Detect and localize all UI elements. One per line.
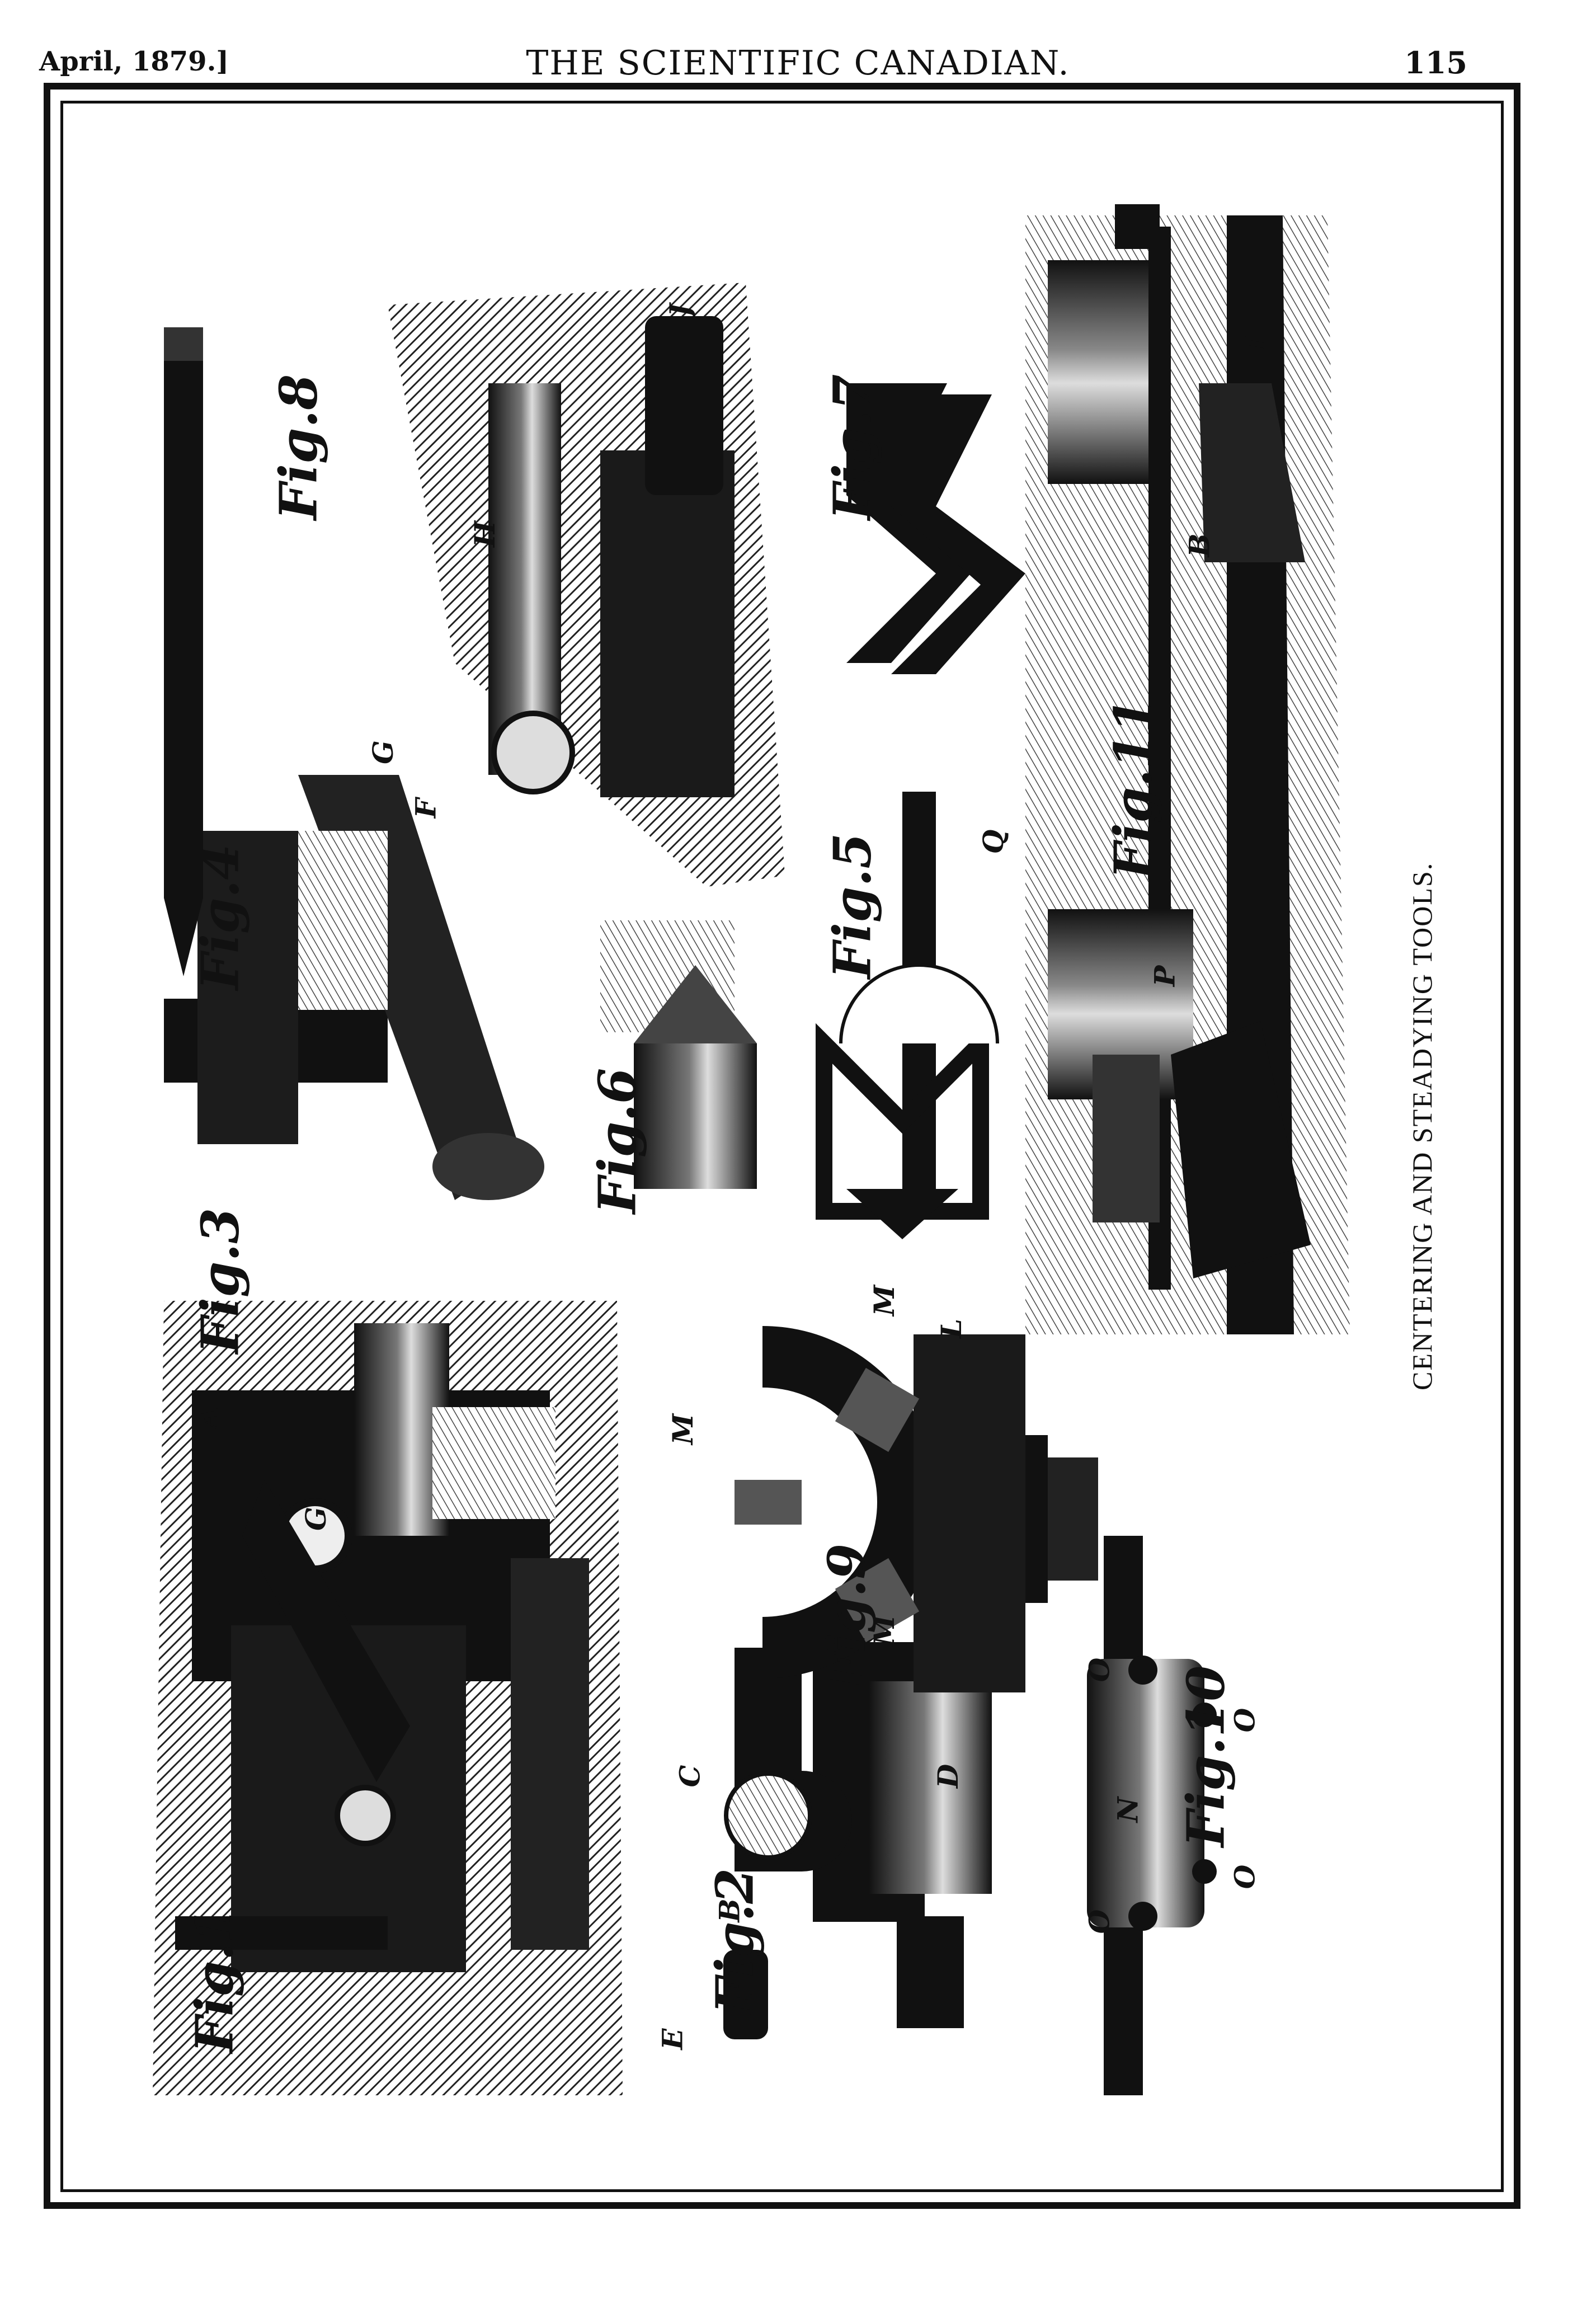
letter-o4: O (1228, 1864, 1261, 1889)
letter-o1: O (1082, 1657, 1116, 1682)
page-number: 115 (1404, 45, 1467, 81)
letter-m1: M (666, 1413, 700, 1445)
fig6-label: Fig.6 (587, 1068, 648, 1214)
letter-a: A (191, 1407, 225, 1429)
fig2-drawing (701, 1614, 992, 2039)
fig4-label: Fig.4 (190, 844, 251, 990)
fig5-label: Fig.5 (822, 833, 883, 979)
plate-caption: CENTERING AND STEADYING TOOLS. (1406, 862, 1438, 1390)
fig1-drawing (153, 1301, 623, 2095)
letter-j: J (663, 303, 696, 317)
fig6-drawing (600, 920, 757, 1189)
fig7-drawing (846, 383, 1025, 674)
page-header: April, 1879.] THE SCIENTIFIC CANADIAN. 1… (0, 0, 1596, 84)
fig3-drawing (164, 775, 544, 1200)
fig8-label: Fig.8 (268, 374, 329, 520)
letter-n: N (1111, 1797, 1145, 1823)
letter-e: E (656, 2028, 689, 2050)
fig10-label: Fig.10 (1175, 1665, 1236, 1847)
letter-f: F (409, 798, 442, 819)
fig9-drawing (735, 1326, 1098, 1692)
fig8-drawing (388, 283, 785, 887)
letter-m2: M (868, 1285, 901, 1316)
journal-title: THE SCIENTIFIC CANADIAN. (526, 44, 1070, 83)
tool-illustrations (153, 204, 1350, 2095)
fig7-label: Fig.7 (822, 374, 883, 520)
letter-b1: B (713, 1898, 746, 1922)
letter-l: L (935, 1318, 968, 1339)
fig4-drawing (164, 327, 203, 976)
letter-i: I (1239, 337, 1273, 351)
engraving-plate: Fig.1 Fig.2 Fig.3 Fig.4 Fig.5 Fig.6 Fig.… (60, 101, 1504, 2192)
fig2-label: Fig.2 (704, 1868, 765, 2014)
letter-p: P (1148, 965, 1181, 987)
plate-outer-border (44, 83, 1520, 2209)
fig5-drawing (816, 792, 999, 1239)
letter-g2: G (366, 740, 399, 764)
letter-g1: G (299, 1507, 332, 1531)
letter-q: Q (976, 829, 1010, 854)
issue-date: April, 1879.] (39, 46, 229, 77)
fig11-drawing (1025, 204, 1350, 1334)
letter-h: H (468, 520, 502, 548)
letter-d: D (931, 1764, 965, 1789)
letter-o2: O (1228, 1708, 1261, 1733)
letter-c: C (673, 1765, 707, 1788)
letter-m3: M (868, 1615, 901, 1647)
fig3-label: Fig.3 (190, 1207, 251, 1354)
letter-o3: O (1082, 1909, 1116, 1934)
fig10-drawing (1087, 1536, 1217, 2095)
fig1-label: Fig.1 (184, 1907, 245, 2053)
letter-b2: B (1183, 533, 1216, 557)
fig11-label: Fig.11 (1103, 697, 1164, 880)
